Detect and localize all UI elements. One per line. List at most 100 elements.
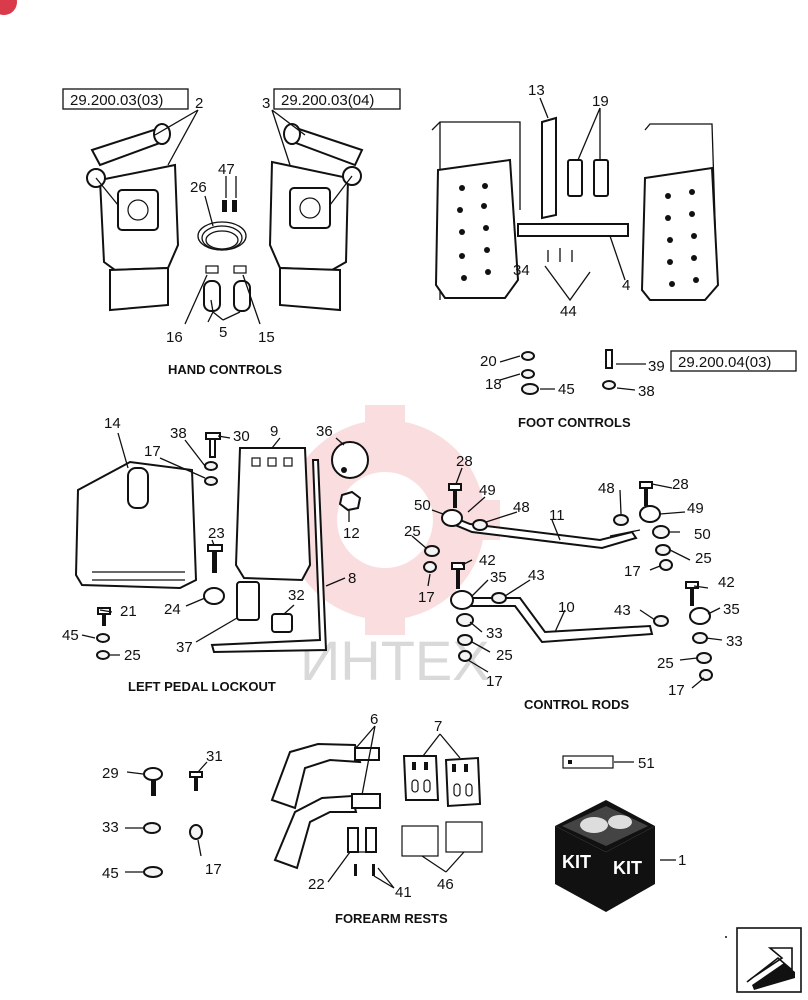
callout-29[interactable]: 29	[102, 765, 119, 782]
ref-hand-left[interactable]: 29.200.03(03)	[70, 92, 163, 109]
right-hand-control-console	[268, 123, 364, 312]
corner-badge	[0, 0, 17, 15]
callout-1[interactable]: 1	[678, 852, 686, 869]
callout-17[interactable]: 17	[624, 563, 641, 580]
ref-box-foot[interactable]	[670, 350, 797, 372]
previous-page-arrow-button[interactable]	[736, 927, 802, 993]
callout-22[interactable]: 22	[308, 876, 325, 893]
callout-5[interactable]: 5	[219, 324, 227, 341]
pedal-bushing	[567, 159, 583, 197]
callout-46[interactable]: 46	[437, 876, 454, 893]
callout-25[interactable]: 25	[404, 523, 421, 540]
callout-26[interactable]: 26	[190, 179, 207, 196]
callout-41[interactable]: 41	[395, 884, 412, 901]
callout-43[interactable]: 43	[528, 567, 545, 584]
callout-33[interactable]: 33	[102, 819, 119, 836]
callout-12[interactable]: 12	[343, 525, 360, 542]
section-title-left-pedal-lockout: LEFT PEDAL LOCKOUT	[128, 679, 276, 694]
ref-box-hand-left[interactable]	[62, 88, 189, 110]
callout-47[interactable]: 47	[218, 161, 235, 178]
ref-hand-right[interactable]: 29.200.03(04)	[281, 92, 374, 109]
callout-25[interactable]: 25	[657, 655, 674, 672]
kit-label-left: KIT	[562, 852, 591, 872]
callout-6[interactable]: 6	[370, 711, 378, 728]
callout-16[interactable]: 16	[166, 329, 183, 346]
decal-and-kit-group: 51 KIT KIT 1	[555, 755, 686, 912]
callout-25[interactable]: 25	[695, 550, 712, 567]
callout-28[interactable]: 28	[672, 476, 689, 493]
callout-51[interactable]: 51	[638, 755, 655, 772]
foot-controls-group: 13 19 34 44 4 20 18 45 39 38 29.200.04(0…	[431, 82, 797, 430]
callout-50[interactable]: 50	[414, 497, 431, 514]
callout-30[interactable]: 30	[233, 428, 250, 445]
callout-50[interactable]: 50	[694, 526, 711, 543]
lockout-rod	[210, 459, 328, 654]
callout-28[interactable]: 28	[456, 453, 473, 470]
decal	[562, 755, 614, 769]
callout-35[interactable]: 35	[723, 601, 740, 618]
callout-19[interactable]: 19	[592, 93, 609, 110]
callout-42[interactable]: 42	[718, 574, 735, 591]
section-title-control-rods: CONTROL RODS	[524, 697, 630, 712]
callout-3[interactable]: 3	[262, 95, 270, 112]
callout-38[interactable]: 38	[170, 425, 187, 442]
section-title-forearm-rests: FOREARM RESTS	[335, 911, 448, 926]
section-title-hand-controls: HAND CONTROLS	[168, 362, 282, 377]
callout-20[interactable]: 20	[480, 353, 497, 370]
callout-4[interactable]: 4	[622, 277, 630, 294]
forearm-rests-group: 29 31 33 17 45 6 7 22 41 46 FOREARM REST…	[102, 711, 483, 926]
callout-25[interactable]: 25	[496, 647, 513, 664]
section-title-foot-controls: FOOT CONTROLS	[518, 415, 631, 430]
lockout-plate	[234, 447, 312, 582]
callout-23[interactable]: 23	[208, 525, 225, 542]
callout-17[interactable]: 17	[668, 682, 685, 699]
callout-43[interactable]: 43	[614, 602, 631, 619]
callout-11[interactable]: 11	[549, 507, 565, 524]
callout-33[interactable]: 33	[486, 625, 503, 642]
control-rods-group: 28 49 50 48 11 25 42 17 35 43 33 25 17 1…	[404, 453, 743, 712]
ref-box-hand-right[interactable]	[273, 88, 401, 110]
callout-17[interactable]: 17	[205, 861, 222, 878]
callout-34[interactable]: 34	[513, 262, 530, 279]
callout-36[interactable]: 36	[316, 423, 333, 440]
left-hand-control-console	[86, 123, 180, 312]
callout-13[interactable]: 13	[528, 82, 545, 99]
callout-48[interactable]: 48	[598, 480, 615, 497]
callout-45[interactable]: 45	[102, 865, 119, 882]
callout-49[interactable]: 49	[479, 482, 496, 499]
lockout-cover	[74, 460, 198, 590]
callout-31[interactable]: 31	[206, 748, 223, 765]
callout-37[interactable]: 37	[176, 639, 193, 656]
callout-10[interactable]: 10	[558, 599, 575, 616]
callout-9[interactable]: 9	[270, 423, 278, 440]
callout-15[interactable]: 15	[258, 329, 275, 346]
callout-8[interactable]: 8	[348, 570, 356, 587]
callout-17[interactable]: 17	[144, 443, 161, 460]
callout-35[interactable]: 35	[490, 569, 507, 586]
callout-38[interactable]: 38	[638, 383, 655, 400]
hand-controls-group: 29.200.03(03) 29.200.03(04)	[62, 88, 401, 377]
callout-14[interactable]: 14	[104, 415, 121, 432]
callout-7[interactable]: 7	[434, 718, 442, 735]
callout-45[interactable]: 45	[62, 627, 79, 644]
callout-49[interactable]: 49	[687, 500, 704, 517]
ref-foot[interactable]: 29.200.04(03)	[678, 354, 771, 371]
callout-2[interactable]: 2	[195, 95, 203, 112]
callout-42[interactable]: 42	[479, 552, 496, 569]
callout-33[interactable]: 33	[726, 633, 743, 650]
callout-24[interactable]: 24	[164, 601, 181, 618]
callout-32[interactable]: 32	[288, 587, 305, 604]
callout-17[interactable]: 17	[418, 589, 435, 606]
pedal-bushing	[593, 159, 609, 197]
kit-label-right: KIT	[613, 858, 642, 878]
callout-25[interactable]: 25	[124, 647, 141, 664]
callout-44[interactable]: 44	[560, 303, 577, 320]
callout-21[interactable]: 21	[120, 603, 137, 620]
callout-18[interactable]: 18	[485, 376, 502, 393]
right-foot-pedal	[640, 123, 720, 301]
callout-45[interactable]: 45	[558, 381, 575, 398]
callout-48[interactable]: 48	[513, 499, 530, 516]
callout-39[interactable]: 39	[648, 358, 665, 375]
callout-17[interactable]: 17	[486, 673, 503, 690]
